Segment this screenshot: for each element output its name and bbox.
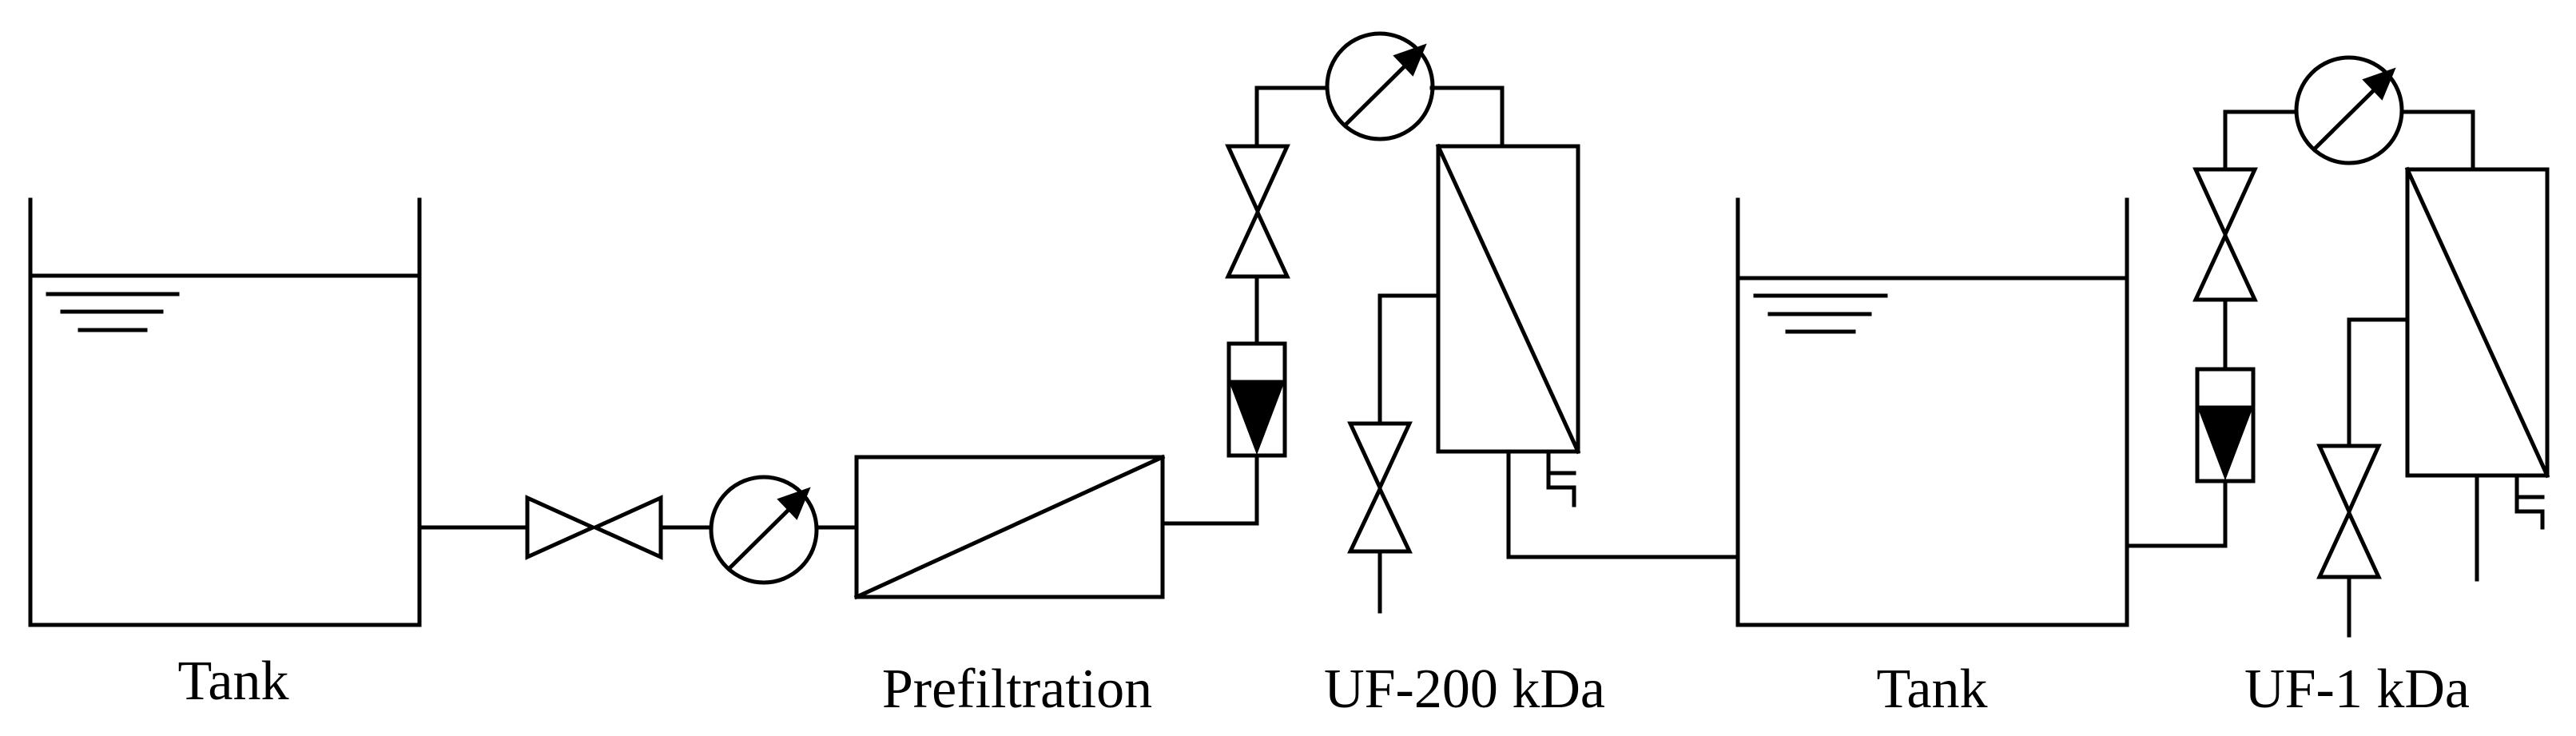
water-level-icon xyxy=(1753,293,1888,334)
valve-vertical-icon xyxy=(1225,144,1290,279)
water-level-icon xyxy=(46,292,180,332)
pipe-gauge-3-to-membrane xyxy=(2399,109,2475,172)
uf-200-membrane xyxy=(1435,143,1581,455)
flowmeter-icon xyxy=(2195,367,2256,483)
pipe-prefilter-to-flowmeter xyxy=(1160,453,1259,526)
sampling-tap-icon xyxy=(2514,473,2545,530)
prefiltration-unit xyxy=(853,454,1166,600)
pipe-permeate-to-tank2 xyxy=(1506,449,1740,559)
pressure-gauge-icon xyxy=(709,475,819,585)
uf-1-label: UF-1 kDa xyxy=(2244,658,2470,720)
uf-1-membrane xyxy=(2404,166,2550,479)
valve-vertical-icon xyxy=(1347,421,1413,554)
flowmeter-icon xyxy=(1226,341,1287,458)
pipe-membrane-2-retentate xyxy=(2347,317,2410,448)
pressure-gauge-icon xyxy=(1325,31,1435,141)
pipe-gauge-2-to-membrane xyxy=(1429,86,1505,149)
tank-1 xyxy=(28,197,422,627)
valve-vertical-icon xyxy=(2192,167,2258,302)
uf-200-label: UF-200 kDa xyxy=(1324,658,1605,720)
tank-2-label: Tank xyxy=(1877,658,1988,720)
pipe-tank2-to-flowmeter xyxy=(2125,479,2228,548)
sampling-tap-icon xyxy=(1546,449,1576,507)
pipe-membrane-retentate xyxy=(1377,293,1441,426)
pipe-valve-to-gauge-3 xyxy=(2223,109,2298,172)
tank-1-label: Tank xyxy=(178,650,289,712)
valve-horizontal-icon xyxy=(525,495,663,560)
valve-vertical-icon xyxy=(2316,444,2382,579)
prefiltration-label: Prefiltration xyxy=(882,658,1152,720)
pressure-gauge-icon xyxy=(2294,55,2404,165)
tank-2 xyxy=(1735,197,2129,627)
pipe-valve-to-gauge-2 xyxy=(1254,86,1330,149)
